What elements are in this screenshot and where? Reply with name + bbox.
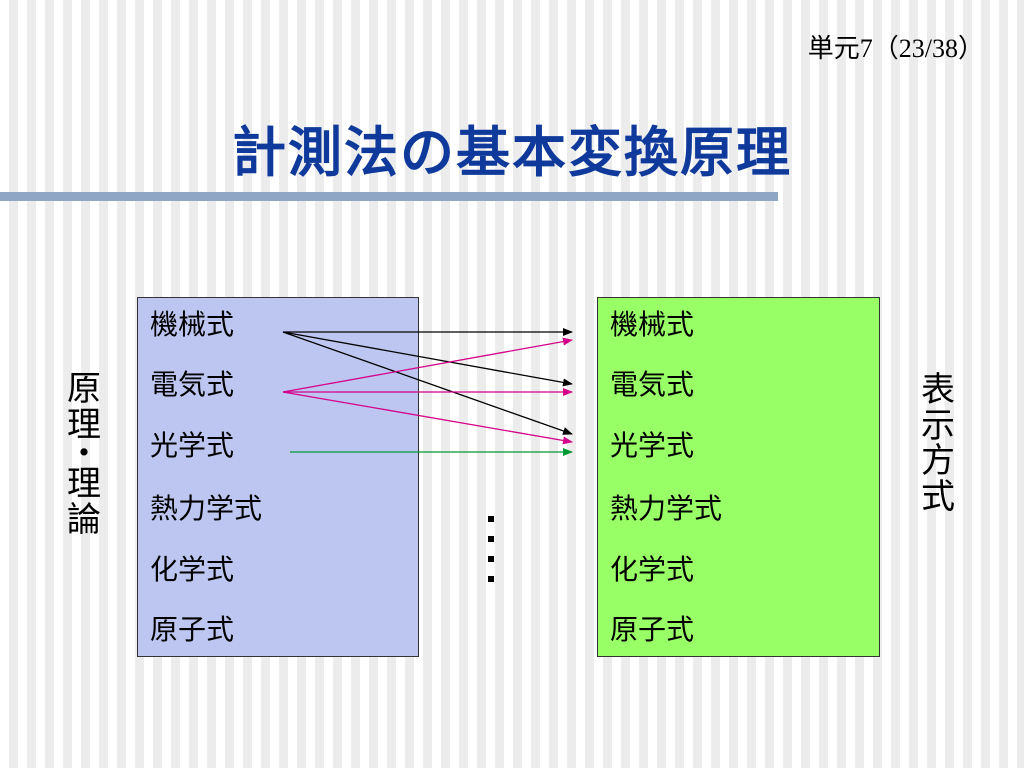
dot [488,516,494,522]
principle-box: 機械式 電気式 光学式 熱力学式 化学式 原子式 [137,297,419,657]
slide-number: 単元7（23/38） [807,34,984,63]
display-box: 機械式 電気式 光学式 熱力学式 化学式 原子式 [597,297,880,657]
vertical-label-char: 示 [921,405,955,446]
principle-item-electrical: 電気式 [150,368,235,401]
vertical-label-char: 表 [921,370,955,410]
arrow-elec-to-opt [282,391,573,445]
arrow-elec-to-mech [282,337,573,393]
principle-item-chemical: 化学式 [150,553,235,586]
display-item-thermodynamic: 熱力学式 [610,492,723,525]
vertical-label-char: 論 [67,499,101,540]
display-item-atomic: 原子式 [610,613,695,646]
vertical-label-display: 表 示 方 式 [918,370,958,518]
vertical-label-char: 式 [921,477,955,518]
dot [488,576,494,582]
dot [488,556,494,562]
dot [488,536,494,542]
display-item-electrical: 電気式 [610,368,695,401]
display-item-mechanical: 機械式 [610,308,695,341]
vertical-label-char: 原 [67,369,101,409]
vertical-label-char: ・ [67,434,101,475]
display-item-optical: 光学式 [610,429,695,462]
page-title: 計測法の基本変換原理 [232,121,792,184]
principle-item-atomic: 原子式 [150,613,235,646]
vertical-label-char: 理 [67,404,101,445]
vertical-label-char: 方 [921,441,955,482]
vertical-label-principle: 原 理 ・ 理 論 [64,369,104,540]
principle-item-thermodynamic: 熱力学式 [150,492,263,525]
display-item-chemical: 化学式 [610,553,695,586]
arrow-mech-to-elec [282,331,573,387]
principle-item-optical: 光学式 [150,429,235,462]
principle-item-mechanical: 機械式 [150,308,235,341]
arrow-mech-to-opt [282,331,573,435]
vertical-label-char: 理 [67,464,101,505]
title-underline [0,192,778,201]
ellipsis-dots [488,516,498,596]
